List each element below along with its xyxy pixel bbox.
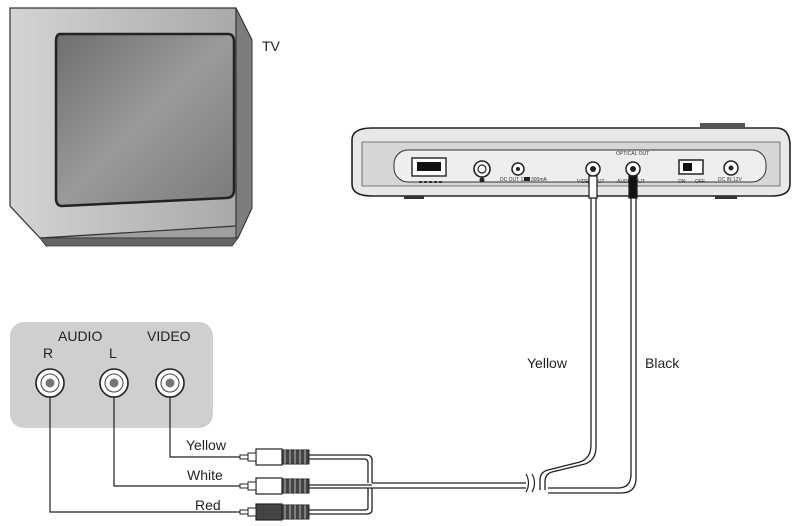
tv-input-panel — [10, 322, 213, 428]
audio-label: AUDIO — [58, 328, 102, 344]
plug-white-label: White — [187, 467, 223, 483]
audio-l-jack — [99, 368, 129, 398]
audio-r-label: R — [43, 345, 53, 361]
switch-off-label: OFF — [695, 179, 705, 185]
audio-l-label: L — [109, 345, 117, 361]
black-cable-label: Black — [645, 355, 680, 371]
dvd-player: DC OUT 12V 300mA VIDEO OUT OPTICAL OUT A… — [351, 123, 791, 199]
video-label: VIDEO — [147, 328, 191, 344]
jack-leads — [49, 397, 240, 513]
rca-plug-red — [239, 503, 310, 521]
dc-out-rating: 300mA — [531, 177, 548, 183]
tv-label: TV — [262, 38, 281, 54]
dc-out-polarity-icon — [524, 177, 530, 181]
video-out-jack — [585, 161, 601, 177]
headphone-jack — [473, 160, 491, 183]
video-jack — [155, 368, 185, 398]
dc-out-label: DC OUT 12V — [500, 177, 530, 183]
plug-red-label: Red — [195, 497, 221, 513]
rca-plug-yellow — [239, 448, 310, 466]
dc-in-jack — [723, 160, 739, 176]
rca-plug-white — [239, 477, 310, 495]
audio-out-jack — [625, 161, 641, 177]
audio-r-jack — [35, 368, 65, 398]
yellow-cable-label: Yellow — [527, 355, 568, 371]
tv-illustration — [9, 7, 253, 247]
switch-on-label: ON — [678, 179, 686, 185]
optical-out-label: OPTICAL OUT — [616, 151, 649, 157]
dc-out-jack — [511, 162, 525, 176]
dc-in-label: DC IN 12V — [718, 177, 743, 183]
power-switch — [678, 159, 704, 175]
cables — [309, 175, 638, 515]
coaxial-jack — [411, 157, 447, 183]
plug-yellow-label: Yellow — [186, 437, 227, 453]
